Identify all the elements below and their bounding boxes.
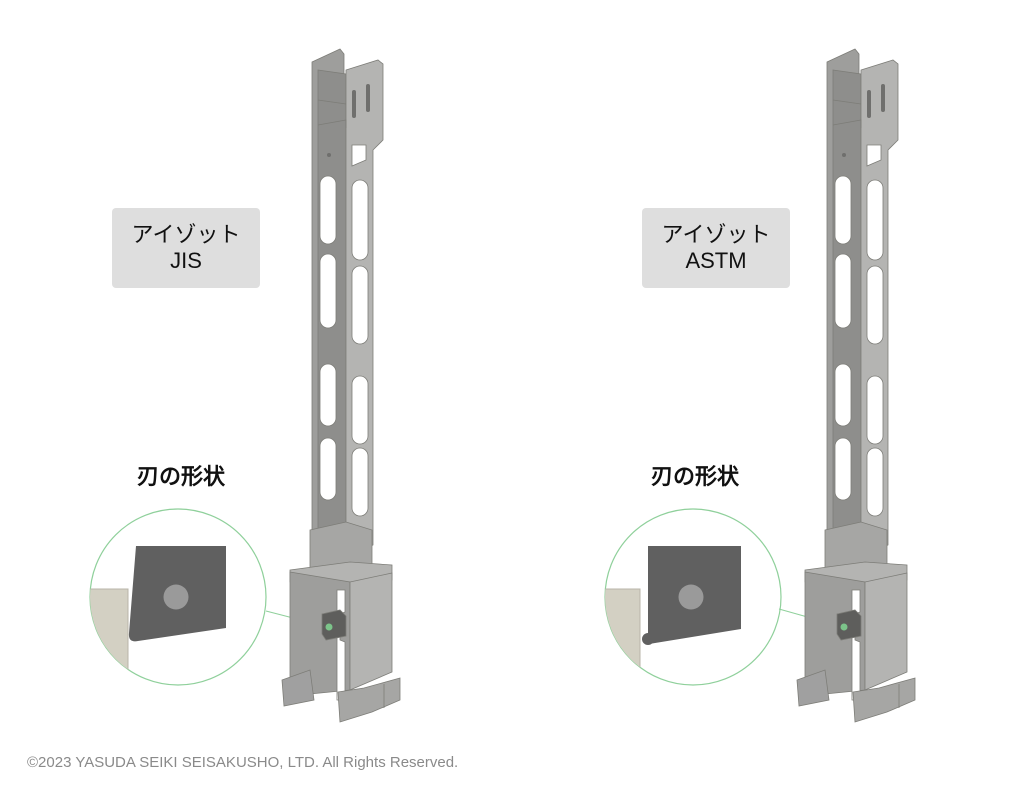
astm-pendulum-arm [826, 48, 899, 557]
astm-label-line1: アイゾット [661, 222, 771, 247]
jis-panel: アイゾット JIS 刃の形状 [0, 0, 512, 740]
jis-label-line2: JIS [170, 248, 202, 273]
copyright-footer: ©2023 YASUDA SEIKI SEISAKUSHO, LTD. All … [27, 754, 459, 771]
astm-label-line2: ASTM [685, 248, 747, 273]
astm-blade-shape-title: 刃の形状 [651, 464, 740, 489]
astm-hammer-head [796, 521, 916, 723]
jis-label-line1: アイゾット [131, 222, 241, 247]
jis-specimen [90, 588, 129, 685]
jis-blade-shape-title: 刃の形状 [137, 464, 226, 489]
jis-hammer-illustration [89, 48, 401, 723]
jis-pendulum-arm [311, 48, 384, 557]
astm-panel: アイゾット ASTM 刃の形状 [515, 0, 1024, 740]
astm-specimen [605, 588, 641, 685]
jis-label-box: アイゾット JIS [112, 208, 260, 288]
astm-label-box: アイゾット ASTM [642, 208, 790, 288]
astm-hammer-illustration [604, 48, 916, 723]
jis-hammer-head [281, 521, 401, 723]
